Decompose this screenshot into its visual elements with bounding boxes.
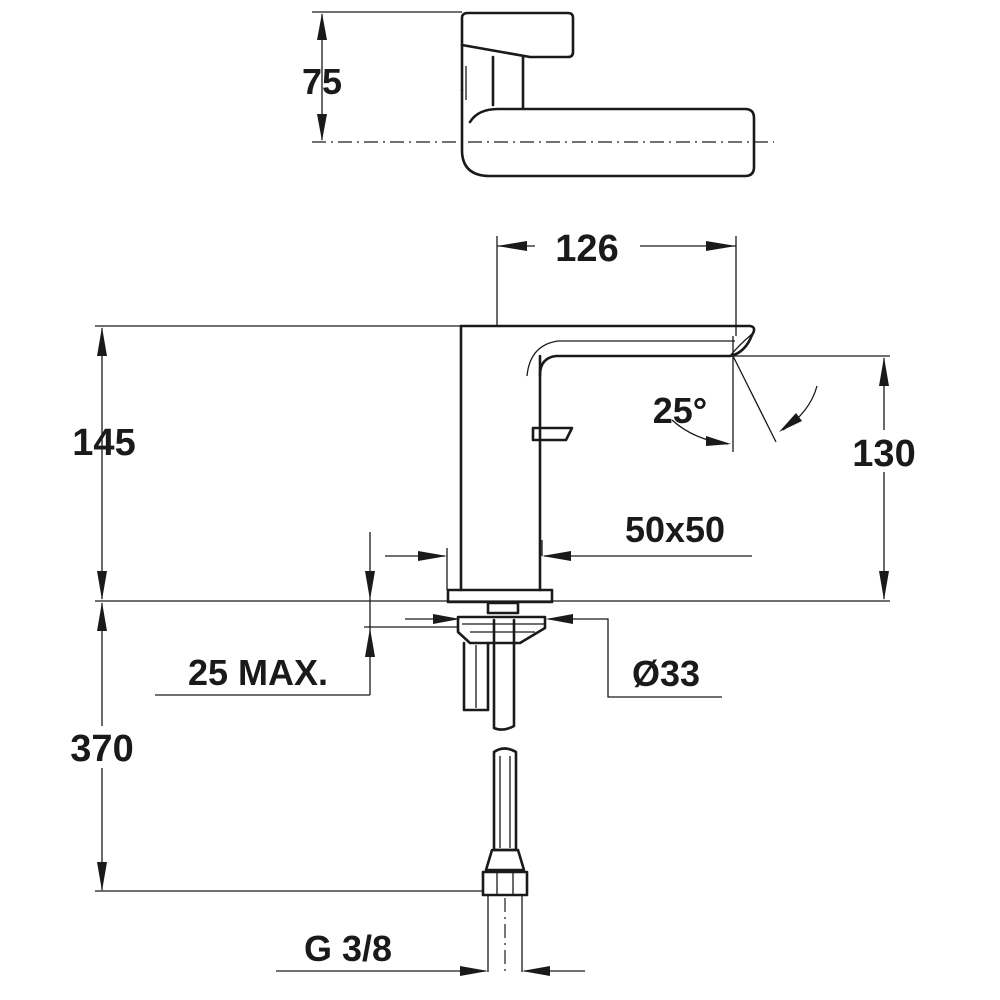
angle-arrow-right (779, 413, 802, 432)
dim-50-arrow-left (418, 551, 447, 561)
fixing-plate-detail (462, 623, 545, 633)
angle-arrow-left (706, 436, 731, 446)
dim-75-arrow-bottom (317, 114, 327, 141)
dim-126-arrow-left (497, 241, 527, 251)
dim-25-arrow-bottom (365, 628, 375, 657)
faucet-body (459, 324, 542, 592)
hose-hex-detail (496, 872, 514, 895)
dim-body-section-label: 50x50 (625, 509, 725, 550)
dim-126-arrow-right (706, 241, 736, 251)
dim-126-label-bg (535, 228, 640, 264)
dim-handle-height-label: 75 (302, 61, 342, 102)
top-view-stem (460, 43, 525, 110)
dim-370-arrow-top (97, 602, 107, 631)
top-view-spout (460, 88, 756, 178)
angle-jet-line (732, 355, 777, 443)
dim-145-arrow-top (97, 327, 107, 356)
front-view: 126 145 130 25° 50x50 (52, 228, 930, 976)
threaded-rod (462, 641, 490, 712)
dim-body-height-label: 145 (72, 422, 135, 464)
spout-outlet-edge (729, 333, 753, 357)
hose-lower-detail (499, 756, 511, 848)
dim-50-arrow-right (542, 551, 571, 561)
dim-spout-angle-label: 25° (653, 390, 707, 431)
base-flange (446, 588, 554, 604)
faucet-spout (459, 324, 756, 377)
dim-130-arrow-bottom (879, 571, 889, 600)
dim-deck-thickness-label: 25 MAX. (188, 652, 328, 693)
hose-upper (492, 618, 516, 731)
hose-hex-nut (481, 870, 529, 897)
dim-33-arrow-left (433, 614, 460, 624)
fixing-nut (486, 601, 520, 615)
side-lever (531, 426, 574, 442)
dim-hose-length-label: 370 (70, 728, 133, 770)
thread-end (487, 895, 523, 972)
top-view-lever (460, 11, 575, 59)
hose-lower (492, 747, 518, 852)
dim-spout-reach-label: 126 (555, 228, 618, 270)
dim-spout-height-label: 130 (852, 433, 915, 475)
dim-g38-arrow-left (460, 966, 488, 976)
dim-25-arrow-top (365, 571, 375, 600)
dim-hole-diameter-label: Ø33 (632, 653, 700, 694)
dim-370-label-bg (52, 726, 152, 768)
spout-inner-line (526, 340, 735, 377)
dim-33-leader (548, 618, 722, 698)
top-view: 75 (302, 11, 774, 178)
dim-145-arrow-bottom (97, 571, 107, 600)
fixing-plate (456, 615, 547, 645)
dim-connection-thread-label: G 3/8 (304, 928, 392, 969)
dim-370-arrow-bottom (97, 862, 107, 891)
dim-75-arrow-top (317, 13, 327, 40)
hose-fitting (484, 848, 526, 872)
dim-130-label-bg (838, 430, 930, 472)
dim-130-arrow-top (879, 357, 889, 386)
